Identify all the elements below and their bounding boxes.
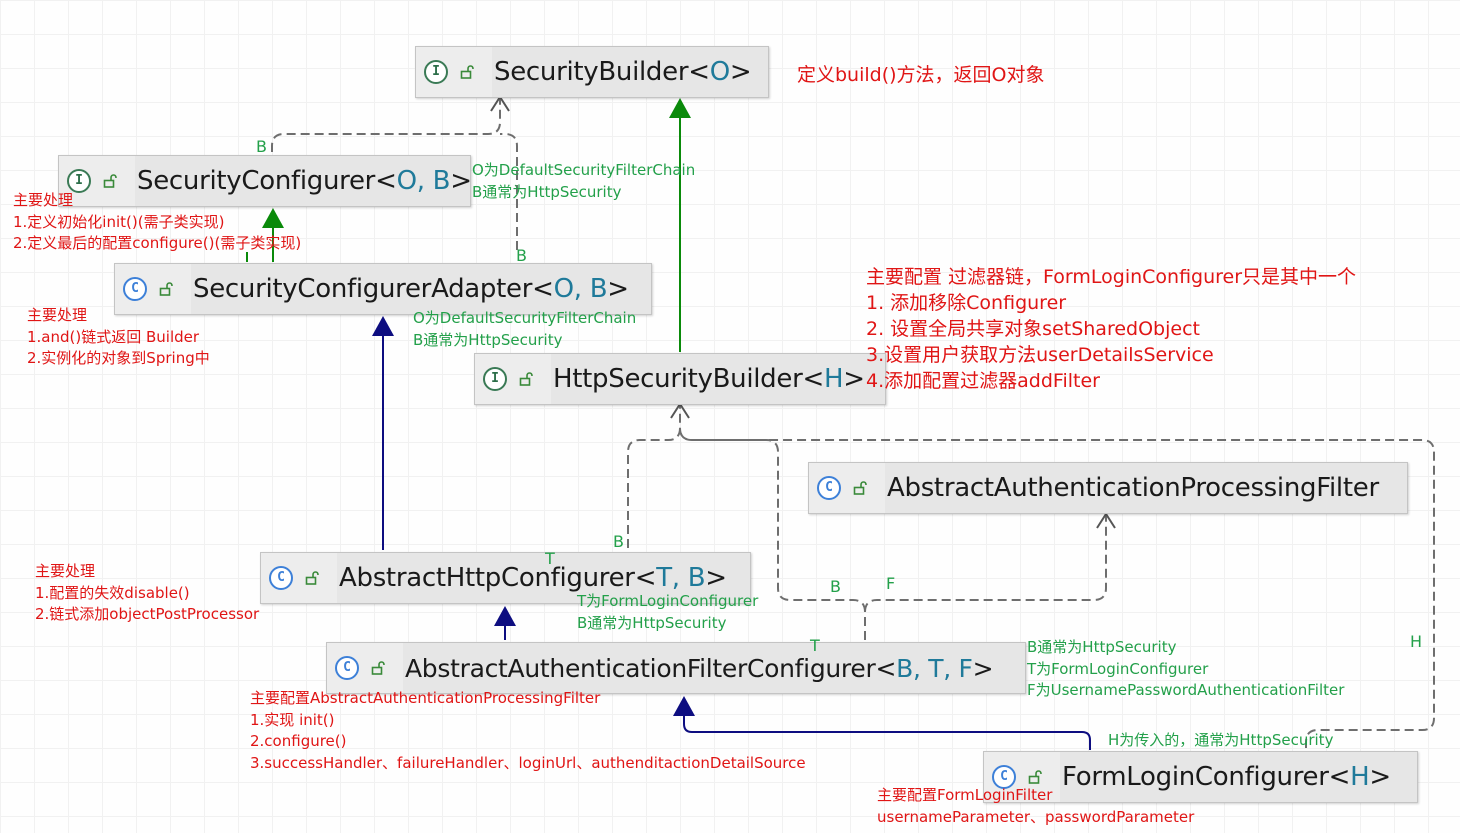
edge-label-f: F bbox=[886, 574, 896, 593]
generic-note-adapter: O为DefaultSecurityFilterChain B通常为HttpSec… bbox=[413, 309, 637, 349]
class-icon: C bbox=[992, 765, 1016, 789]
node-abstract-authentication-filter-configurer[interactable]: C AbstractAuthenticationFilterConfigurer… bbox=[326, 642, 1026, 694]
public-lock-icon bbox=[1028, 770, 1042, 784]
generic-note-abstract-auth-filter-configurer: B通常为HttpSecurity T为FormLoginConfigurer F… bbox=[1027, 638, 1345, 699]
node-security-configurer-adapter[interactable]: C SecurityConfigurerAdapter<O, B> bbox=[114, 263, 652, 315]
node-icons: C bbox=[261, 553, 337, 603]
note-form-login-configurer: 主要配置FormLoginFilter usernameParameter、pa… bbox=[877, 786, 1195, 826]
note-security-builder: 定义build()方法，返回O对象 bbox=[797, 64, 1045, 86]
interface-icon: I bbox=[483, 367, 507, 391]
node-title: AbstractHttpConfigurer<T, B> bbox=[339, 563, 727, 593]
generic-note-abstract-http-configurer: T为FormLoginConfigurer B通常为HttpSecurity bbox=[577, 592, 759, 632]
type-argument-links bbox=[271, 98, 1435, 748]
implements-lines bbox=[246, 117, 681, 352]
node-icons: C bbox=[809, 463, 885, 513]
edge-label-h: H bbox=[1410, 632, 1423, 651]
node-icons: I bbox=[475, 354, 551, 404]
public-lock-icon bbox=[305, 571, 319, 585]
public-lock-icon bbox=[519, 372, 533, 386]
node-icons: C bbox=[984, 752, 1060, 802]
node-title: FormLoginConfigurer<H> bbox=[1062, 762, 1391, 792]
node-title: HttpSecurityBuilder<H> bbox=[553, 364, 865, 394]
extends-arrowheads bbox=[372, 316, 695, 716]
node-title: AbstractAuthenticationProcessingFilter bbox=[887, 473, 1379, 503]
note-abstract-auth-filter-configurer: 主要配置AbstractAuthenticationProcessingFilt… bbox=[250, 689, 806, 772]
node-security-builder[interactable]: I SecurityBuilder<O> bbox=[415, 46, 769, 98]
public-lock-icon bbox=[159, 282, 173, 296]
node-icons: C bbox=[327, 643, 403, 693]
node-security-configurer[interactable]: I SecurityConfigurer<O, B> bbox=[58, 155, 472, 207]
node-icons: I bbox=[416, 47, 492, 97]
node-title: SecurityBuilder<O> bbox=[494, 57, 752, 87]
edge-label-b: B bbox=[613, 532, 624, 551]
edge-label-b: B bbox=[830, 577, 841, 596]
node-title: AbstractAuthenticationFilterConfigurer<B… bbox=[405, 653, 994, 683]
edge-label-b: B bbox=[256, 137, 267, 156]
note-abstract-http-configurer: 主要处理 1.配置的失效disable() 2.链式添加objectPostPr… bbox=[35, 562, 260, 623]
interface-icon: I bbox=[67, 169, 91, 193]
class-icon: C bbox=[123, 277, 147, 301]
note-adapter: 主要处理 1.and()链式返回 Builder 2.实例化的对象到Spring… bbox=[27, 306, 210, 367]
node-title: SecurityConfigurer<O, B> bbox=[137, 166, 472, 196]
node-title: SecurityConfigurerAdapter<O, B> bbox=[193, 274, 629, 304]
node-abstract-authentication-processing-filter[interactable]: C AbstractAuthenticationProcessingFilter bbox=[808, 462, 1408, 514]
interface-icon: I bbox=[424, 60, 448, 84]
node-form-login-configurer[interactable]: C FormLoginConfigurer<H> bbox=[983, 751, 1418, 803]
node-icons: C bbox=[115, 264, 191, 314]
note-security-configurer: 主要处理 1.定义初始化init()(需子类实现) 2.定义最后的配置confi… bbox=[13, 191, 302, 252]
edge-label-b: B bbox=[516, 246, 527, 265]
generic-note-form-login-configurer: H为传入的，通常为HttpSecurity bbox=[1108, 731, 1334, 749]
edge-label-t: T bbox=[545, 549, 555, 568]
public-lock-icon bbox=[371, 661, 385, 675]
node-abstract-http-configurer[interactable]: C AbstractHttpConfigurer<T, B> bbox=[260, 552, 751, 604]
class-icon: C bbox=[269, 566, 293, 590]
edge-label-t: T bbox=[810, 636, 820, 655]
node-http-security-builder[interactable]: I HttpSecurityBuilder<H> bbox=[474, 353, 886, 405]
note-http-security-builder: 主要配置 过滤器链，FormLoginConfigurer只是其中一个 1. 添… bbox=[866, 266, 1357, 392]
node-icons: I bbox=[59, 156, 135, 206]
generic-note-security-configurer: O为DefaultSecurityFilterChain B通常为HttpSec… bbox=[472, 161, 696, 201]
class-icon: C bbox=[817, 476, 841, 500]
extends-lines bbox=[382, 336, 1091, 750]
implements-arrowheads bbox=[262, 98, 691, 228]
class-icon: C bbox=[335, 656, 359, 680]
public-lock-icon bbox=[103, 174, 117, 188]
public-lock-icon bbox=[460, 65, 474, 79]
public-lock-icon bbox=[853, 481, 867, 495]
